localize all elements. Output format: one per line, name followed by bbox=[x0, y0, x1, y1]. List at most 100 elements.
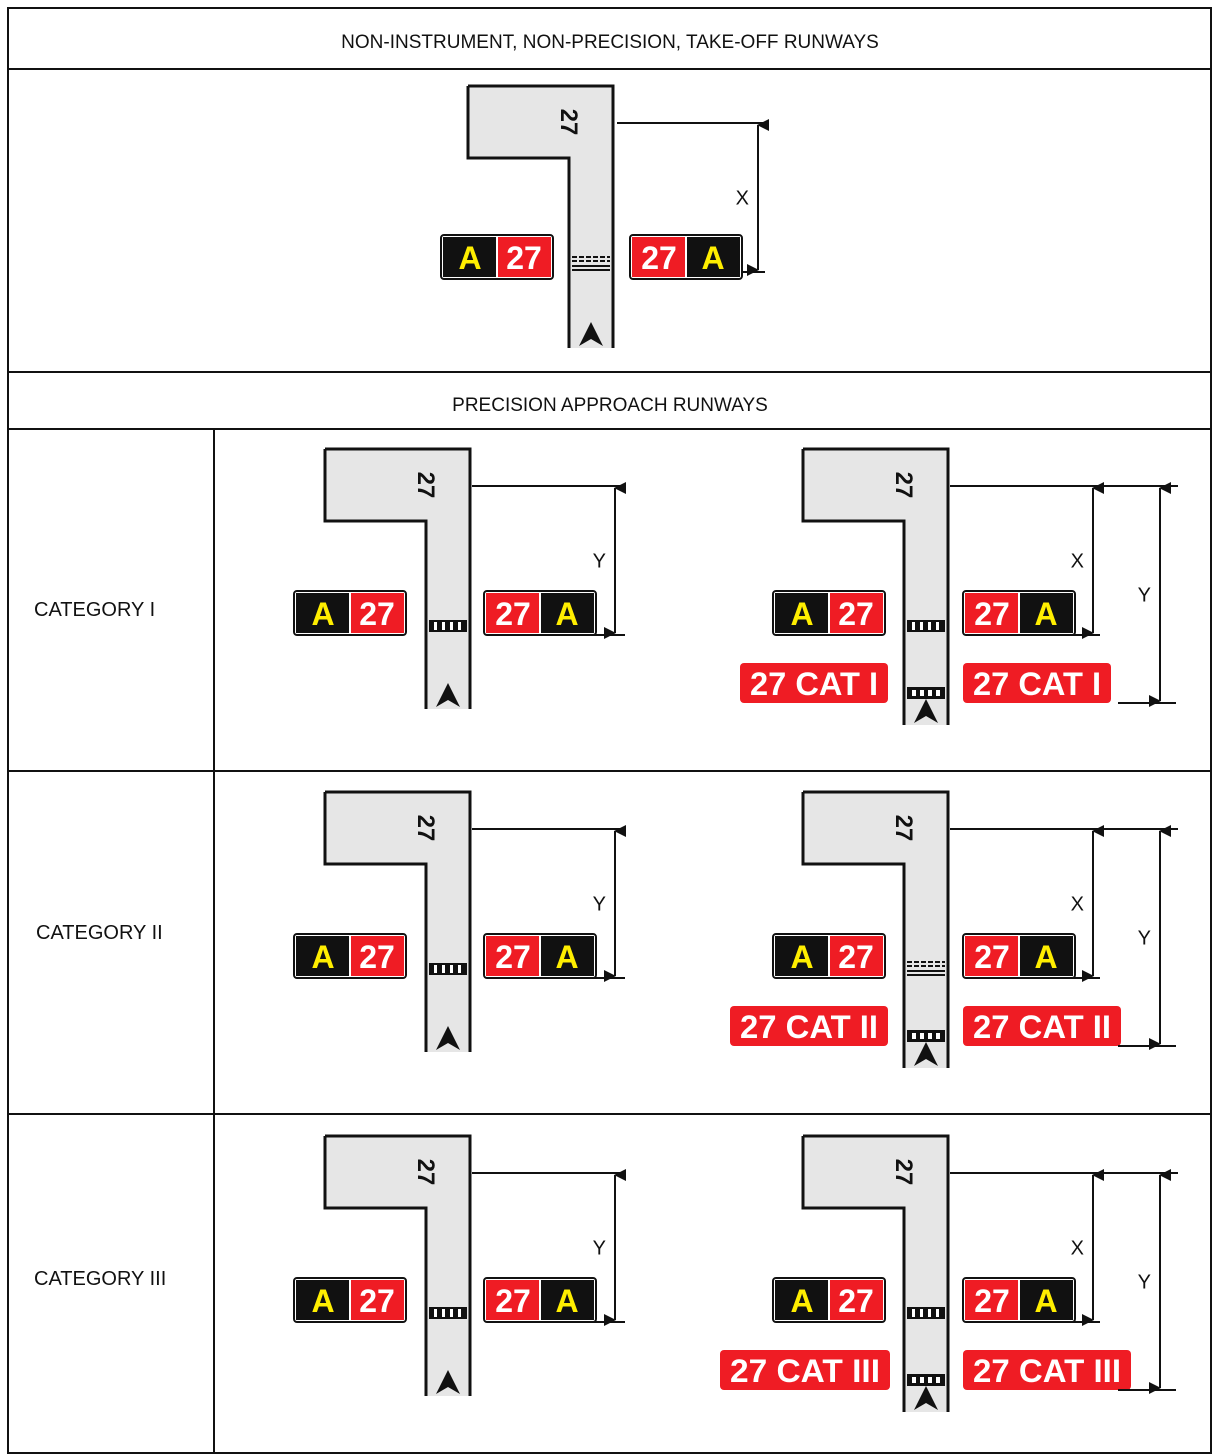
dimension-label-x: X bbox=[1071, 894, 1084, 916]
runway-designator-marking: 27 bbox=[555, 109, 582, 136]
sign-frame bbox=[483, 590, 597, 636]
hold-ladder-gap bbox=[920, 1377, 924, 1383]
runway-sign-cell bbox=[350, 1280, 404, 1320]
sign-frame bbox=[293, 933, 407, 979]
category-sign: 27 CAT II bbox=[730, 1006, 888, 1046]
location-sign-text: A bbox=[790, 939, 813, 975]
taxi-direction-arrow bbox=[914, 1042, 938, 1066]
runway-edge-line bbox=[468, 84, 615, 348]
holding-position-marking-b bbox=[429, 963, 467, 975]
hold-ladder-gap bbox=[936, 1309, 939, 1317]
hold-ladder-bar bbox=[429, 1307, 467, 1319]
hold-ladder-bar bbox=[907, 620, 945, 632]
runway-sign-text: 27 bbox=[838, 596, 874, 632]
runway-sign-cell bbox=[965, 936, 1019, 976]
location-sign-cell bbox=[686, 237, 740, 277]
location-sign-text: A bbox=[701, 240, 724, 276]
dimension-y: Y bbox=[1138, 1169, 1171, 1394]
runway-designator-marking: 27 bbox=[412, 472, 439, 499]
section-header-precision: PRECISION APPROACH RUNWAYS bbox=[452, 395, 768, 416]
dimension-label-y: Y bbox=[1138, 1272, 1151, 1294]
dimension-x: X bbox=[1071, 825, 1104, 982]
taxiway-edge-line bbox=[801, 1136, 906, 1412]
runway-sign-text: 27 bbox=[974, 939, 1010, 975]
runway-area bbox=[325, 449, 470, 521]
dimension-label-y: Y bbox=[593, 894, 606, 916]
sign-frame bbox=[962, 590, 1076, 636]
taxi-direction-arrow bbox=[436, 1026, 460, 1050]
category-sign-panel bbox=[730, 1006, 888, 1046]
location-sign-text: A bbox=[1034, 596, 1057, 632]
sign-frame bbox=[440, 234, 554, 280]
dimension-label-y: Y bbox=[593, 1238, 606, 1260]
sign-frame bbox=[772, 1277, 886, 1323]
taxiway-edge-line bbox=[466, 86, 571, 348]
runway-sign-cell bbox=[350, 936, 404, 976]
category-sign: 27 CAT III bbox=[720, 1350, 890, 1390]
hold-ladder-gap bbox=[912, 1377, 916, 1383]
location-sign-text: A bbox=[790, 1283, 813, 1319]
dimension-x: X bbox=[736, 119, 769, 276]
dimension-label-y: Y bbox=[593, 551, 606, 573]
runway-sign-cell bbox=[829, 936, 883, 976]
sign-frame bbox=[293, 590, 407, 636]
sign-frame bbox=[629, 234, 743, 280]
category-sign-text: 27 CAT I bbox=[750, 666, 878, 702]
location-sign-cell bbox=[540, 1280, 594, 1320]
sign-frame bbox=[772, 590, 886, 636]
taxiway-edge-line bbox=[801, 792, 906, 1068]
taxi-direction-arrow bbox=[914, 699, 938, 723]
holding-position-marking-b bbox=[907, 620, 945, 632]
location-sign-cell bbox=[775, 1280, 829, 1320]
hold-ladder-bar bbox=[429, 620, 467, 632]
category-sign-panel bbox=[963, 663, 1111, 703]
sign-frame bbox=[962, 933, 1076, 979]
hold-ladder-gap bbox=[458, 1309, 461, 1317]
hold-ladder-gap bbox=[936, 1377, 940, 1383]
hold-ladder-bar bbox=[907, 1374, 945, 1386]
location-runway-sign: A 27 bbox=[772, 590, 886, 636]
runway-sign-text: 27 bbox=[359, 939, 395, 975]
category-label-i: CATEGORY I bbox=[34, 599, 155, 621]
sign-frame bbox=[483, 1277, 597, 1323]
location-sign-cell bbox=[296, 593, 350, 633]
hold-ladder-gap bbox=[920, 690, 924, 696]
runway-sign-cell bbox=[350, 593, 404, 633]
dimension-label-y: Y bbox=[1138, 928, 1151, 950]
location-sign-text: A bbox=[311, 596, 334, 632]
category-sign-text: 27 CAT III bbox=[730, 1353, 880, 1389]
location-sign-cell bbox=[540, 936, 594, 976]
sign-frame bbox=[772, 933, 886, 979]
holding-position-marking-b bbox=[429, 1307, 467, 1319]
location-sign-cell bbox=[540, 593, 594, 633]
dimension-y: Y bbox=[1138, 825, 1171, 1050]
hold-ladder-bar bbox=[907, 1030, 945, 1042]
taxi-direction-arrow bbox=[914, 1386, 938, 1410]
taxiway-area bbox=[426, 1208, 470, 1396]
holding-position-marking-b bbox=[429, 620, 467, 632]
holding-position-marking-a bbox=[572, 256, 610, 271]
location-sign-text: A bbox=[555, 596, 578, 632]
location-sign-text: A bbox=[790, 596, 813, 632]
hold-ladder-gap bbox=[920, 1309, 923, 1317]
category-label-iii: CATEGORY III bbox=[34, 1268, 166, 1290]
hold-ladder-gap bbox=[450, 622, 453, 630]
runway-sign-text: 27 bbox=[495, 1283, 531, 1319]
runway-sign-cell bbox=[829, 593, 883, 633]
hold-ladder-gap bbox=[936, 622, 939, 630]
location-sign-cell bbox=[296, 936, 350, 976]
runway-area bbox=[803, 792, 948, 864]
hold-ladder-gap bbox=[442, 1309, 445, 1317]
runway-sign-text: 27 bbox=[359, 596, 395, 632]
hold-ladder-gap bbox=[434, 1309, 437, 1317]
hold-ladder-gap bbox=[450, 1309, 453, 1317]
